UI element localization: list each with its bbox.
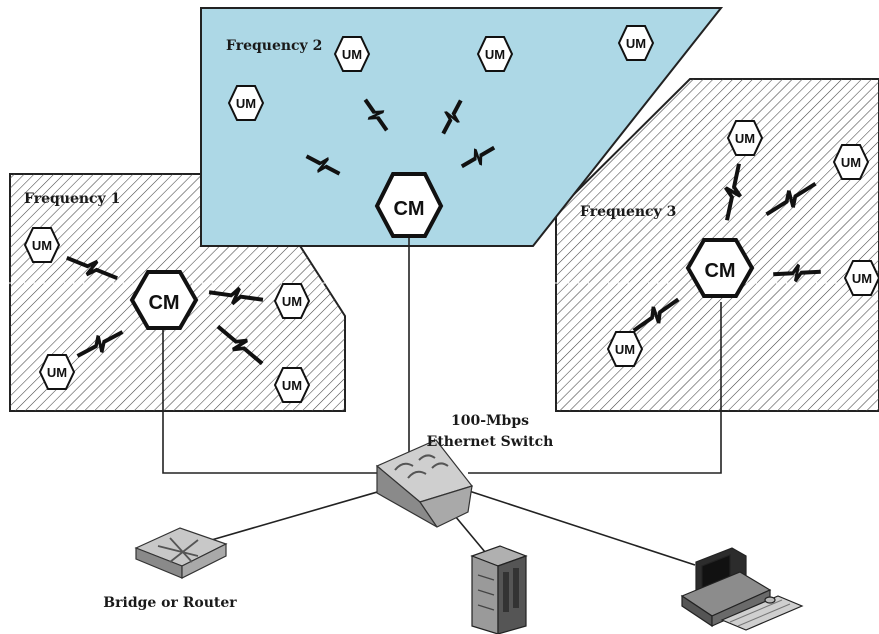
um-node: UM (227, 85, 265, 121)
um-node: UM (333, 36, 371, 72)
um-node: UM (38, 354, 76, 390)
um-node: UM (273, 283, 311, 319)
switch-label-line1: 100-Mbps (451, 413, 529, 429)
um-node: UM (832, 144, 870, 180)
cm-label: CM (393, 198, 424, 220)
um-label: UM (841, 155, 861, 170)
um-nodes: UM UM UM UM UM UM UM UM UM UM UM UM (23, 25, 879, 403)
um-label: UM (626, 36, 646, 51)
um-label: UM (615, 342, 635, 357)
um-node: UM (606, 331, 644, 367)
ethernet-switch-icon (375, 439, 474, 528)
cm-node-zone-2: CM (374, 172, 444, 238)
cm-node-zone-1: CM (129, 270, 199, 330)
um-node: UM (273, 367, 311, 403)
workstation-icon (680, 547, 804, 631)
cm-label: CM (704, 260, 735, 282)
um-label: UM (735, 131, 755, 146)
um-label: UM (32, 238, 52, 253)
um-node: UM (843, 260, 879, 296)
wired-links (162, 231, 722, 566)
um-label: UM (282, 378, 302, 393)
cm-node-zone-3: CM (685, 238, 755, 298)
um-label: UM (282, 294, 302, 309)
um-label: UM (485, 47, 505, 62)
router-icon (134, 527, 228, 579)
cm-label: CM (148, 292, 179, 314)
router-label: Bridge or Router (103, 595, 237, 611)
server-icon (470, 545, 528, 634)
frequency-1-label: Frequency 1 (24, 191, 120, 207)
frequency-3-label: Frequency 3 (580, 204, 676, 220)
um-label: UM (342, 47, 362, 62)
um-label: UM (852, 271, 872, 286)
switch-label-line2: Ethernet Switch (427, 434, 554, 450)
um-node: UM (23, 227, 61, 263)
frequency-2-label: Frequency 2 (226, 38, 322, 54)
um-node: UM (617, 25, 655, 61)
frequency-2-zone (200, 7, 724, 247)
um-node: UM (476, 36, 514, 72)
um-node: UM (726, 120, 764, 156)
um-label: UM (236, 96, 256, 111)
um-label: UM (47, 365, 67, 380)
